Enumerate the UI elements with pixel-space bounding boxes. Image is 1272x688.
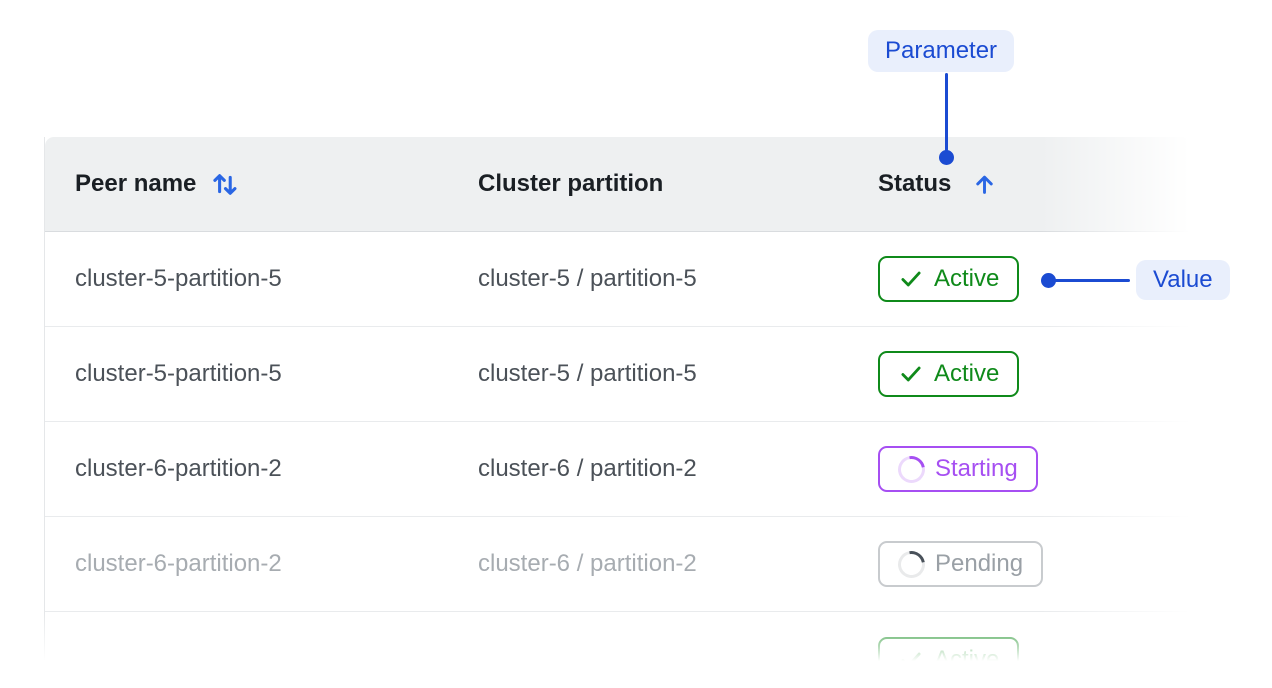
status-cell: Active	[878, 351, 1190, 397]
spinner-icon	[892, 450, 931, 488]
check-icon	[901, 366, 921, 382]
status-badge-label: Pending	[935, 550, 1024, 577]
cluster-partition-cell: cluster-6 / partition-2	[478, 455, 697, 482]
spinner-icon	[892, 545, 931, 583]
peers-table: Peer name Cluster partition Status clust…	[44, 137, 1190, 688]
cluster-partition-cell: cluster-5 / partition-5	[478, 360, 697, 387]
status-badge-pending: Pending	[878, 541, 1044, 587]
status-cell: Active	[878, 256, 1190, 302]
column-header-status[interactable]: Status	[878, 170, 1190, 198]
column-header-peer-name[interactable]: Peer name	[75, 168, 478, 201]
table-row[interactable]: cluster-5-partition-5 cluster-5 / partit…	[45, 232, 1190, 327]
parameter-connector-line	[945, 73, 948, 151]
status-badge-active: Active	[878, 351, 1020, 397]
parameter-annotation-pill: Parameter	[868, 30, 1015, 72]
status-cell: Starting	[878, 446, 1190, 492]
status-badge-label: Active	[934, 360, 1000, 387]
status-badge-label: Active	[934, 645, 1000, 673]
sort-updown-icon[interactable]	[210, 168, 241, 201]
peer-name-cell: cluster-6-partition-2	[75, 455, 282, 482]
parameter-connector-dot	[939, 150, 954, 165]
cluster-partition-cell: cluster-6 / partition-2	[478, 550, 697, 577]
table-row[interactable]: cluster-6-partition-2 cluster-6 / partit…	[45, 422, 1190, 517]
value-connector-line	[1052, 279, 1130, 282]
value-annotation-pill: Value	[1136, 260, 1230, 300]
status-cell: Active	[878, 636, 1190, 683]
column-header-label: Peer name	[75, 170, 197, 197]
peer-name-cell: cluster-5-partition-5	[75, 265, 282, 292]
column-header-cluster-partition[interactable]: Cluster partition	[478, 170, 878, 198]
peer-name-cell: cluster-6-partition-2	[75, 550, 282, 577]
table-row[interactable]: Active	[45, 612, 1190, 688]
sort-ascending-icon[interactable]	[971, 171, 998, 198]
peer-name-cell: cluster-5-partition-5	[75, 360, 282, 387]
table-row[interactable]: cluster-6-partition-2 cluster-6 / partit…	[45, 517, 1190, 612]
status-badge-active: Active	[878, 256, 1020, 302]
status-badge-label: Active	[934, 265, 1000, 292]
cluster-partition-cell: cluster-5 / partition-5	[478, 265, 697, 292]
status-badge-starting: Starting	[878, 446, 1038, 492]
check-icon	[901, 652, 921, 667]
table-row[interactable]: cluster-5-partition-5 cluster-5 / partit…	[45, 327, 1190, 422]
column-header-label: Cluster partition	[478, 170, 664, 197]
status-cell: Pending	[878, 541, 1190, 587]
column-header-label: Status	[878, 170, 952, 197]
status-badge-label: Starting	[935, 455, 1018, 482]
check-icon	[901, 271, 921, 287]
table-header-row: Peer name Cluster partition Status	[45, 137, 1190, 232]
status-badge-active: Active	[878, 636, 1020, 683]
